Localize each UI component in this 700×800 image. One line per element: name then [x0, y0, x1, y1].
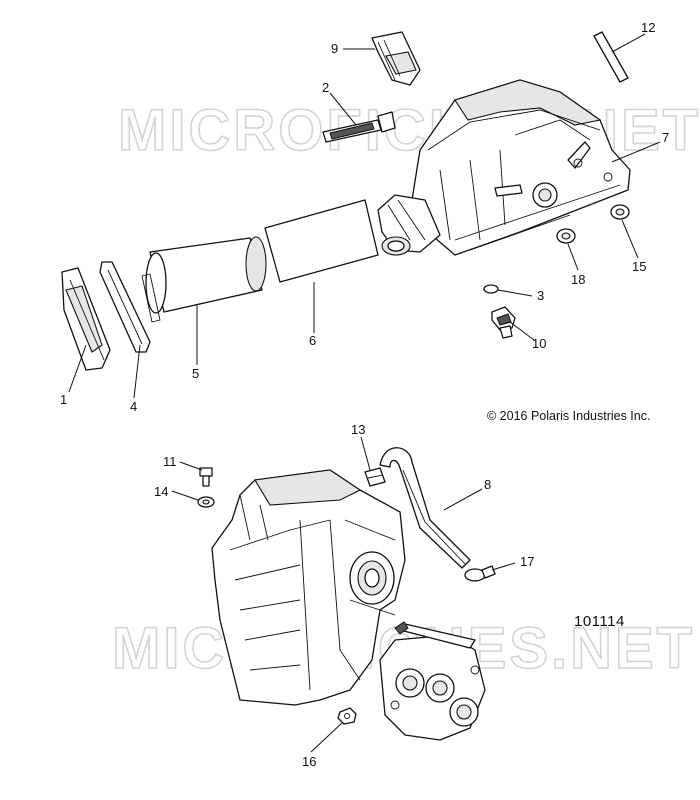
part-1-end-cover	[61, 267, 111, 371]
part-11-bolt	[199, 467, 213, 487]
part-15-grommet	[610, 204, 630, 220]
callout-5: 5	[192, 366, 199, 381]
callout-17: 17	[520, 554, 534, 569]
copyright-notice: © 2016 Polaris Industries Inc.	[487, 409, 650, 423]
callout-4: 4	[130, 399, 137, 414]
callout-2: 2	[322, 80, 329, 95]
callout-3: 3	[537, 288, 544, 303]
part-18-grommet	[556, 228, 576, 244]
callout-15: 15	[632, 259, 646, 274]
callout-9: 9	[331, 41, 338, 56]
callout-1: 1	[60, 392, 67, 407]
part-17-hose-clamp	[464, 565, 496, 582]
part-14-washer	[197, 496, 215, 508]
part-4-gasket	[99, 261, 151, 353]
part-6-prefilter	[264, 199, 379, 283]
part-2-bolt	[322, 111, 396, 143]
part-12-strip	[593, 31, 629, 83]
callout-numbers: 1 2 3 4 5 6 7 8 9 10 11 12 13 14 15 16 1…	[60, 20, 669, 769]
callout-12: 12	[641, 20, 655, 35]
callout-6: 6	[309, 333, 316, 348]
throttle-body	[379, 621, 486, 741]
callout-16: 16	[302, 754, 316, 769]
callout-8: 8	[484, 477, 491, 492]
part-3-o-ring	[483, 284, 499, 294]
part-16-nut	[337, 707, 357, 725]
callout-18: 18	[571, 272, 585, 287]
part-13-hose-clamp	[364, 467, 386, 487]
callout-14: 14	[154, 484, 168, 499]
diagram-number: 101114	[574, 613, 625, 630]
leader-lines	[68, 33, 661, 753]
part-10-drain-valve	[491, 306, 516, 339]
callout-13: 13	[351, 422, 365, 437]
part-5-filter-element	[141, 236, 267, 323]
part-8-breather-hose	[379, 447, 471, 569]
intake-plenum	[211, 469, 406, 706]
part-9-latch-clip	[371, 31, 421, 86]
callout-10: 10	[532, 336, 546, 351]
callout-11: 11	[163, 454, 177, 469]
airbox-housing	[377, 79, 631, 256]
callout-7: 7	[662, 130, 669, 145]
